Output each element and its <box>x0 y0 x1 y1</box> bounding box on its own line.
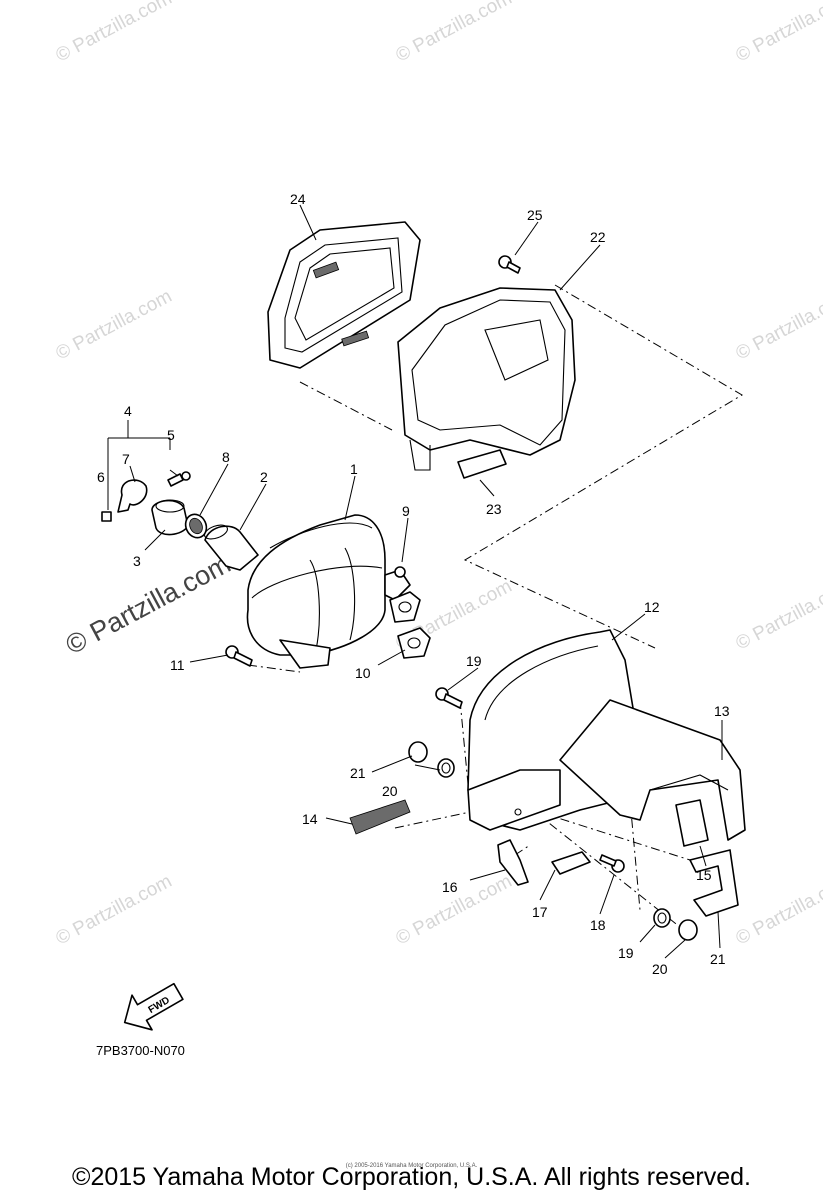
callout-25: 25 <box>527 207 543 223</box>
callout-10: 10 <box>355 665 371 681</box>
leader-lines <box>107 204 723 959</box>
callout-24: 24 <box>290 191 306 207</box>
callout-18: 15 <box>696 867 712 883</box>
watermark: © Partzilla.com <box>392 0 515 66</box>
dash-line <box>459 699 471 806</box>
callout-19-lower: 18 <box>590 917 606 933</box>
callout-21-lower: 20 <box>652 961 668 977</box>
callout-3: 3 <box>133 553 141 569</box>
part-25-bolt <box>498 255 521 274</box>
part-group-4 <box>101 471 191 522</box>
part-13-duct <box>559 699 746 841</box>
callout-4: 4 <box>124 403 132 419</box>
callout-11: 11 <box>170 657 185 673</box>
dash-line <box>247 664 301 673</box>
watermark-large: © Partzilla.com <box>61 548 236 660</box>
callout-21-upper: 21 <box>350 765 366 781</box>
part-23 <box>457 449 507 479</box>
callout-labels: 24 25 22 4 5 7 6 8 2 1 9 23 3 11 10 19 1… <box>97 191 730 977</box>
watermark-layer: © Partzilla.com © Partzilla.com © Partzi… <box>52 0 823 949</box>
part-21-grommet <box>408 741 698 941</box>
copyright-footer: ©2015 Yamaha Motor Corporation, U.S.A. A… <box>72 1163 751 1191</box>
callout-12: 12 <box>644 599 660 615</box>
part-11-bolt <box>225 645 253 667</box>
callout-17: 17 <box>532 904 548 920</box>
watermark: © Partzilla.com <box>732 871 823 950</box>
dash-line <box>299 381 393 431</box>
diagram-code: 7PB3700-N070 <box>96 1043 185 1058</box>
dash-line <box>519 799 691 936</box>
part-16-bracket <box>497 839 529 886</box>
callout-2: 2 <box>260 469 268 485</box>
watermark: © Partzilla.com <box>52 0 175 66</box>
callout-20-lower: 19 <box>618 945 634 961</box>
callout-15: 21 <box>710 951 726 967</box>
callout-5: 5 <box>167 427 175 443</box>
callout-23: 23 <box>486 501 502 517</box>
part-20-grommet <box>437 758 671 928</box>
callout-22: 22 <box>590 229 606 245</box>
callout-6: 6 <box>97 469 105 485</box>
callout-7: 7 <box>122 451 130 467</box>
dash-line <box>463 284 743 649</box>
callout-8: 8 <box>222 449 230 465</box>
part-17-plate <box>551 851 591 875</box>
callout-1: 1 <box>350 461 358 477</box>
dash-line <box>394 811 471 829</box>
part-10-gasket <box>389 591 431 659</box>
callout-20-upper: 20 <box>382 783 398 799</box>
part-14 <box>349 799 411 835</box>
watermark: © Partzilla.com <box>732 286 823 365</box>
part-18-clip <box>675 799 709 847</box>
fwd-arrow: FWD <box>123 982 184 1031</box>
part-8-screen <box>184 513 208 539</box>
callout-16: 16 <box>442 879 458 895</box>
watermark: © Partzilla.com <box>732 0 823 66</box>
part-1-air-cleaner <box>246 514 411 669</box>
callout-13: 13 <box>714 703 730 719</box>
callout-19-upper: 19 <box>466 653 482 669</box>
watermark: © Partzilla.com <box>52 286 175 365</box>
watermark: © Partzilla.com <box>52 871 175 950</box>
part-15-clip <box>689 849 739 917</box>
part-19-bolt <box>435 687 625 873</box>
callout-14: 14 <box>302 811 318 827</box>
part-9-nut <box>394 566 406 578</box>
watermark: © Partzilla.com <box>732 576 823 655</box>
part-24-cover <box>267 221 421 369</box>
small-print: (c) 2005-2016 Yamaha Motor Corporation, … <box>345 1163 478 1169</box>
part-22-housing <box>397 287 576 471</box>
part-2-funnel <box>203 524 259 571</box>
part-3-collar <box>151 499 189 536</box>
callout-9: 9 <box>402 503 410 519</box>
